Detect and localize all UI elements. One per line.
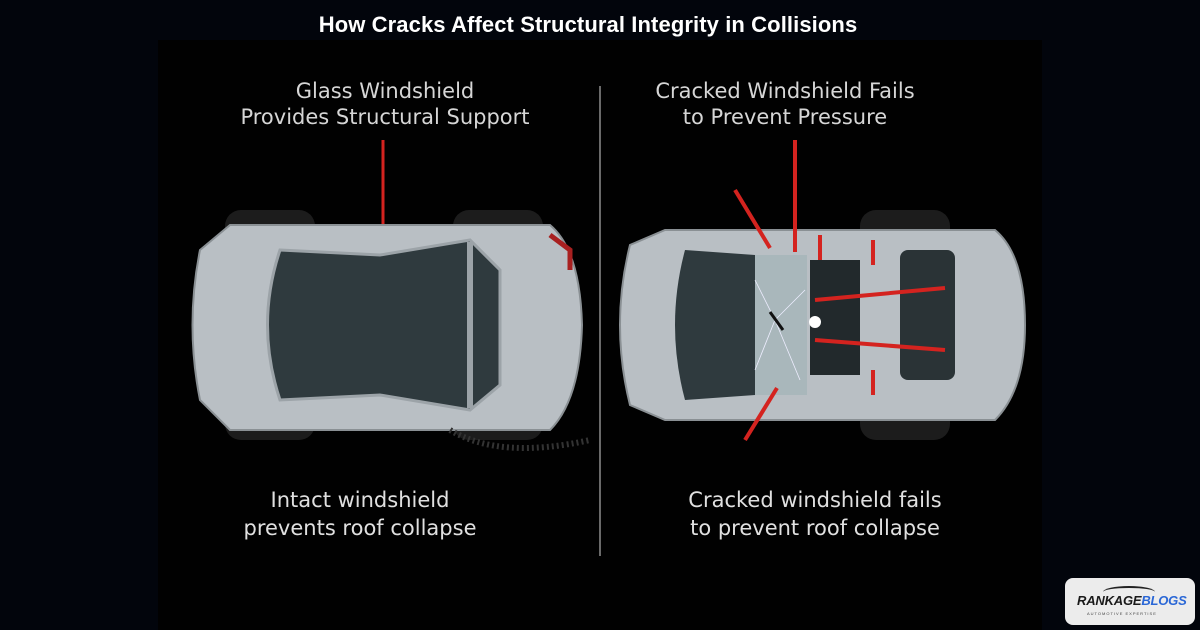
intact-car-illustration — [191, 140, 591, 451]
rear-window — [900, 250, 955, 380]
left-heading-line-1: Glass Windshield — [295, 79, 475, 103]
right-caption-line-1: Cracked windshield fails — [688, 488, 942, 512]
front-glass — [675, 250, 755, 400]
car-silhouette-icon — [1103, 586, 1155, 598]
panel-divider — [599, 86, 601, 556]
brand-logo[interactable]: RANKAGEBLOGS AUTOMOTIVE EXPERTISE — [1065, 578, 1195, 625]
right-heading-line-2: to Prevent Pressure — [682, 105, 888, 129]
arrow-diagonal-bottom — [743, 386, 779, 442]
right-heading: Cracked Windshield Fails to Prevent Pres… — [630, 78, 940, 130]
impact-flash-icon — [809, 316, 821, 328]
cracked-car-illustration — [619, 140, 1027, 442]
logo-name-part2: BLOGS — [1141, 593, 1187, 608]
right-caption-line-2: to prevent roof collapse — [690, 516, 940, 540]
left-heading: Glass Windshield Provides Structural Sup… — [220, 78, 550, 130]
left-caption-line-1: Intact windshield — [270, 488, 450, 512]
left-caption-line-2: prevents roof collapse — [243, 516, 477, 540]
windshield-roof-glass — [266, 238, 502, 412]
left-heading-line-2: Provides Structural Support — [240, 105, 530, 129]
crack-icon — [754, 279, 806, 381]
arrow-horizontal-top — [814, 286, 946, 302]
logo-name-part1: RANKAGE — [1077, 593, 1142, 608]
left-caption: Intact windshield prevents roof collapse — [225, 486, 495, 542]
right-heading-line-1: Cracked Windshield Fails — [655, 79, 915, 103]
right-caption: Cracked windshield fails to prevent roof… — [665, 486, 965, 542]
pressure-arrows — [733, 140, 946, 442]
tail-light — [548, 233, 573, 270]
logo-name: RANKAGEBLOGS — [1077, 593, 1187, 608]
arrow-diagonal-top — [733, 188, 772, 250]
logo-tagline: AUTOMOTIVE EXPERTISE — [1087, 611, 1157, 616]
page-title: How Cracks Affect Structural Integrity i… — [318, 12, 858, 37]
arrow-horizontal-bottom — [814, 338, 946, 352]
